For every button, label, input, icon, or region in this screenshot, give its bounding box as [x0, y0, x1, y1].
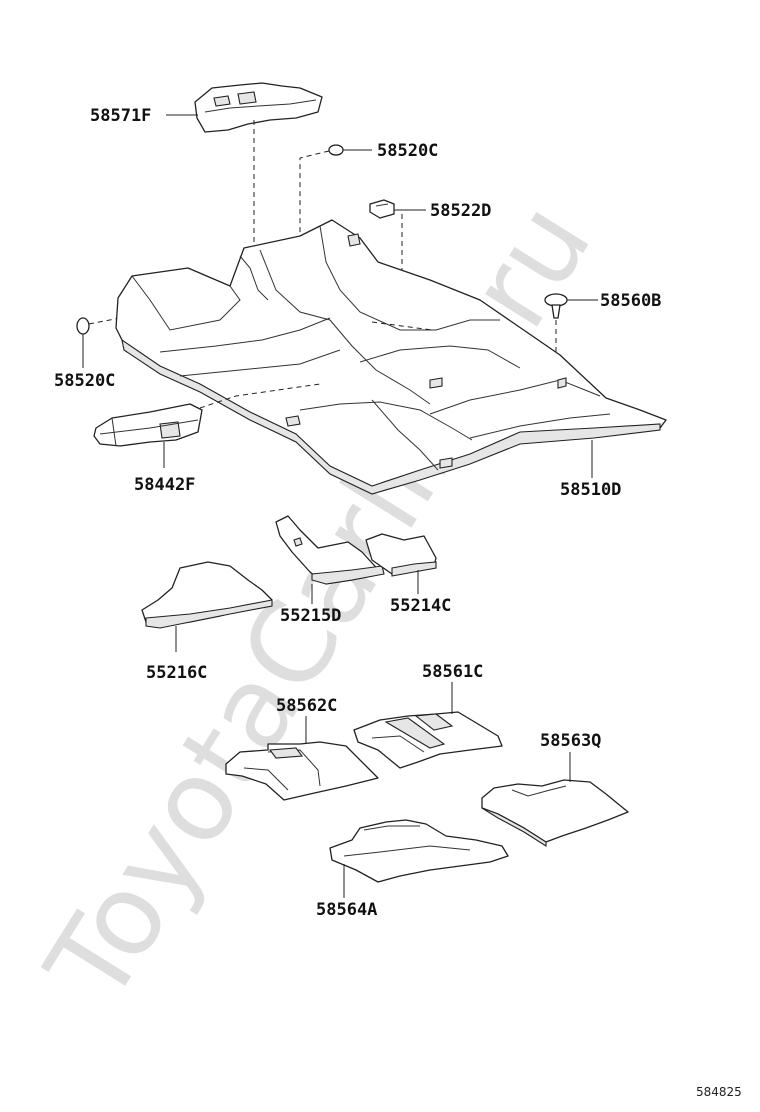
diagram-id: 584825 — [696, 1085, 742, 1099]
label-58520C-left: 58520C — [54, 371, 115, 391]
label-55214C: 55214C — [390, 596, 451, 616]
part-58560B-clip — [544, 293, 598, 319]
part-58520C-top-clip — [328, 144, 372, 156]
label-55215D: 55215D — [280, 606, 341, 626]
label-55216C: 55216C — [146, 663, 207, 683]
part-58522D-bracket — [369, 199, 426, 219]
part-58510D-floor-carpet — [115, 219, 667, 495]
label-58561C: 58561C — [422, 662, 483, 682]
part-58520C-left-clip — [76, 317, 90, 368]
part-58563Q-mat — [481, 779, 629, 848]
part-58442F-foam-block — [93, 403, 203, 447]
part-55216C-pad — [141, 561, 273, 629]
label-58510D: 58510D — [560, 480, 621, 500]
part-58571F-shape — [194, 82, 323, 133]
part-58564A-mat — [329, 819, 509, 883]
part-55215D-pad — [275, 515, 385, 585]
label-58520C-top: 58520C — [377, 141, 438, 161]
label-58522D: 58522D — [430, 201, 491, 221]
label-58442F: 58442F — [134, 475, 195, 495]
label-58564A: 58564A — [316, 900, 377, 920]
label-58563Q: 58563Q — [540, 731, 601, 751]
part-55214C-pad — [365, 533, 437, 577]
part-58561C-mat — [353, 711, 503, 769]
label-58560B: 58560B — [600, 291, 661, 311]
part-58562C-mat — [225, 741, 379, 801]
label-58562C: 58562C — [276, 696, 337, 716]
label-58571F: 58571F — [90, 106, 151, 126]
